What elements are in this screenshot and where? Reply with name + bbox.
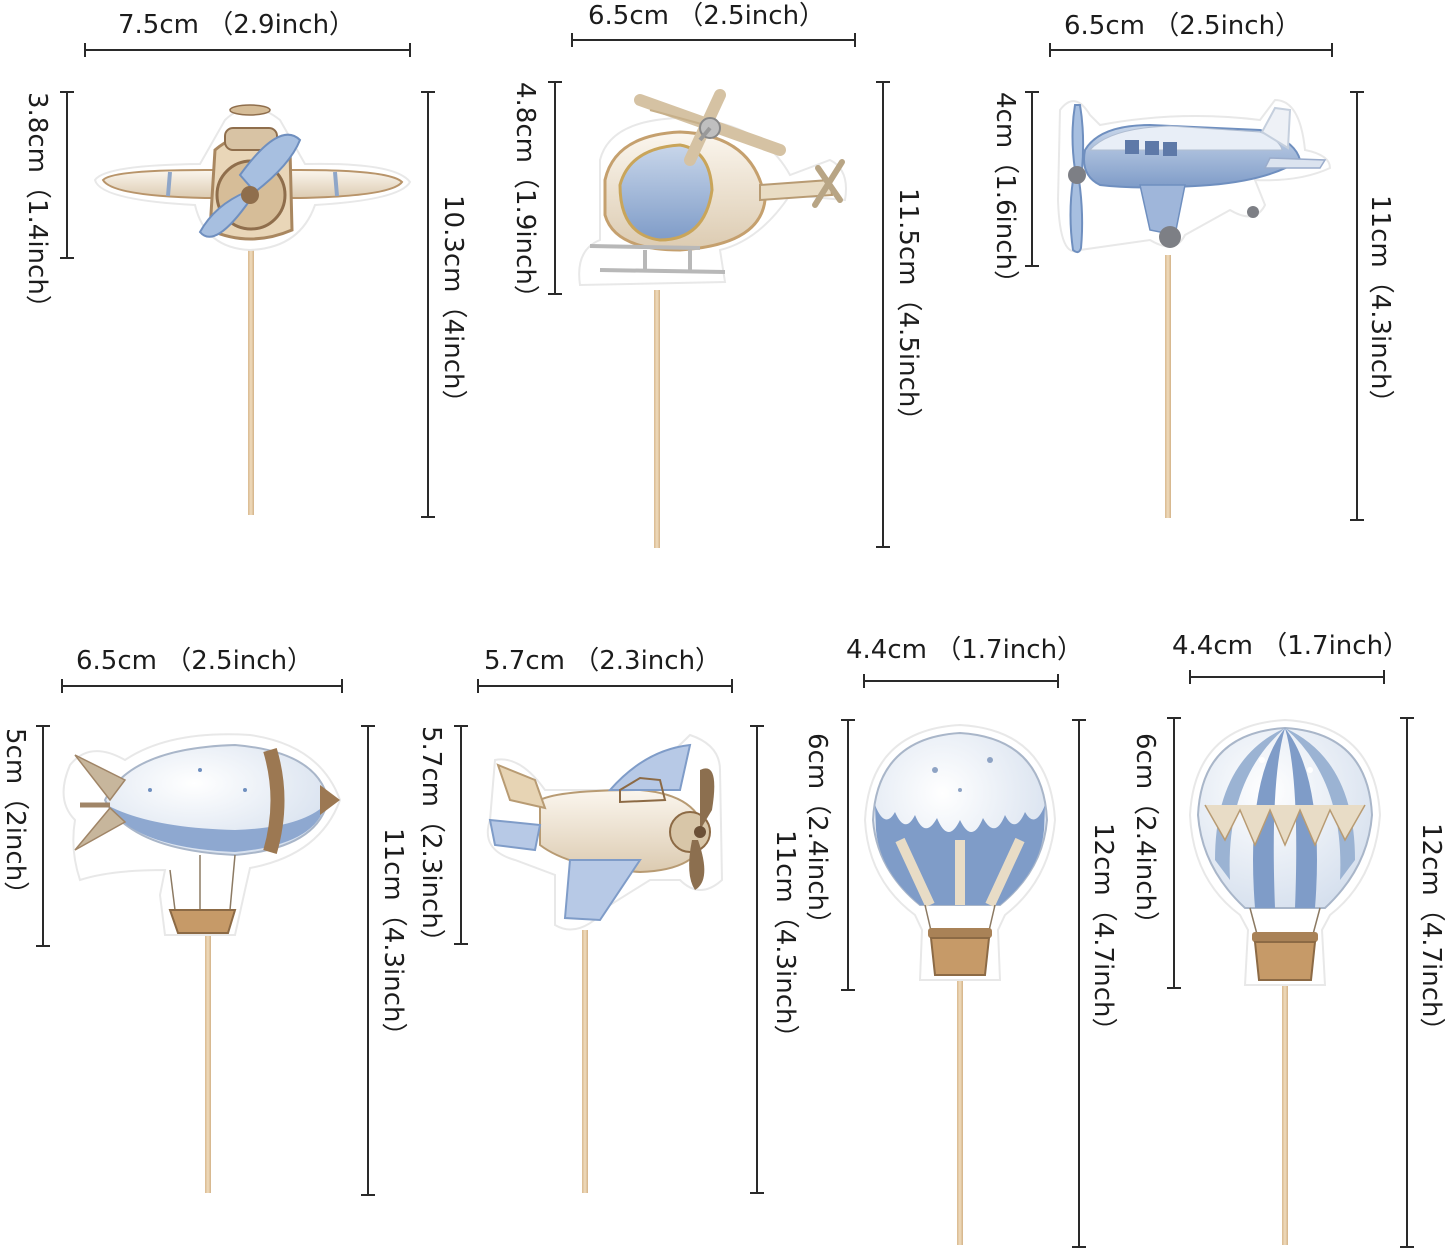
- stick-propeller-plane: [248, 240, 254, 515]
- biplane-topper: [1056, 98, 1332, 254]
- airship-topper: [62, 733, 342, 936]
- width-line-3: [1049, 43, 1333, 57]
- total-height-line-3: [1350, 91, 1364, 521]
- picture-height-label-balloon-scalloped: 6cm（2.4inch）: [802, 733, 832, 937]
- width-label-helicopter: 6.5cm （2.5inch）: [588, 1, 826, 31]
- total-height-line-4: [361, 725, 375, 1196]
- stick-helicopter: [654, 290, 660, 548]
- picture-height-line-5: [454, 725, 468, 945]
- stick-balloon-2: [1282, 985, 1288, 1245]
- picture-height-line-6: [841, 719, 855, 991]
- width-label-biplane: 6.5cm （2.5inch）: [1064, 11, 1302, 41]
- width-line-1: [84, 43, 411, 57]
- picture-height-line-2: [548, 81, 562, 295]
- picture-height-label-helicopter: 4.8cm（1.9inch）: [510, 82, 540, 311]
- width-line-5: [477, 679, 733, 693]
- picture-height-label-balloon-striped: 6cm（2.4inch）: [1130, 733, 1160, 937]
- total-height-label-balloon-scalloped: 12cm（4.7inch）: [1088, 823, 1118, 1044]
- width-line-7: [1189, 670, 1385, 684]
- picture-height-label-cartoon-plane: 5.7cm（2.3inch）: [416, 726, 446, 955]
- total-height-label-biplane: 11cm（4.3inch）: [1365, 195, 1395, 416]
- stick-cartoon-plane: [582, 930, 588, 1193]
- total-height-line-6: [1072, 719, 1086, 1248]
- total-height-label-helicopter: 11.5cm（4.5inch）: [893, 188, 923, 434]
- picture-height-line-1: [60, 91, 74, 259]
- width-label-balloon-striped: 4.4cm （1.7inch）: [1172, 631, 1410, 661]
- cartoon-plane-topper: [486, 733, 724, 931]
- propeller-plane-topper: [93, 104, 412, 252]
- hot-air-balloon-scalloped-topper: [863, 723, 1057, 981]
- total-height-label-airship: 11cm（4.3inch）: [378, 828, 408, 1049]
- total-height-label-cartoon-plane: 11cm（4.3inch）: [770, 830, 800, 1051]
- width-line-2: [571, 33, 856, 47]
- total-height-line-7: [1400, 717, 1414, 1248]
- stick-balloon-1: [957, 980, 963, 1245]
- total-height-line-1: [421, 91, 435, 518]
- stick-airship: [205, 935, 211, 1193]
- stick-biplane: [1165, 255, 1171, 518]
- total-height-label-propeller-plane: 10.3cm（4inch）: [438, 195, 468, 416]
- width-line-4: [61, 679, 343, 693]
- width-label-balloon-scalloped: 4.4cm （1.7inch）: [846, 635, 1084, 665]
- picture-height-line-4: [36, 725, 50, 947]
- width-label-propeller-plane: 7.5cm （2.9inch）: [118, 10, 356, 40]
- total-height-label-balloon-striped: 12cm（4.7inch）: [1416, 823, 1445, 1044]
- sticks: [205, 240, 1288, 1245]
- picture-height-label-propeller-plane: 3.8cm（1.4inch）: [22, 92, 52, 321]
- picture-height-line-7: [1167, 717, 1181, 989]
- hot-air-balloon-striped-topper: [1188, 718, 1382, 986]
- dimension-lines: [36, 33, 1414, 1248]
- helicopter-topper: [578, 89, 847, 287]
- width-line-6: [863, 674, 1059, 688]
- width-label-airship: 6.5cm （2.5inch）: [76, 646, 314, 676]
- width-label-cartoon-plane: 5.7cm （2.3inch）: [484, 646, 722, 676]
- picture-height-label-airship: 5cm（2inch）: [0, 728, 30, 908]
- picture-height-line-3: [1025, 91, 1039, 267]
- total-height-line-5: [750, 725, 764, 1194]
- picture-height-label-biplane: 4cm（1.6inch）: [990, 92, 1020, 296]
- total-height-line-2: [876, 81, 890, 548]
